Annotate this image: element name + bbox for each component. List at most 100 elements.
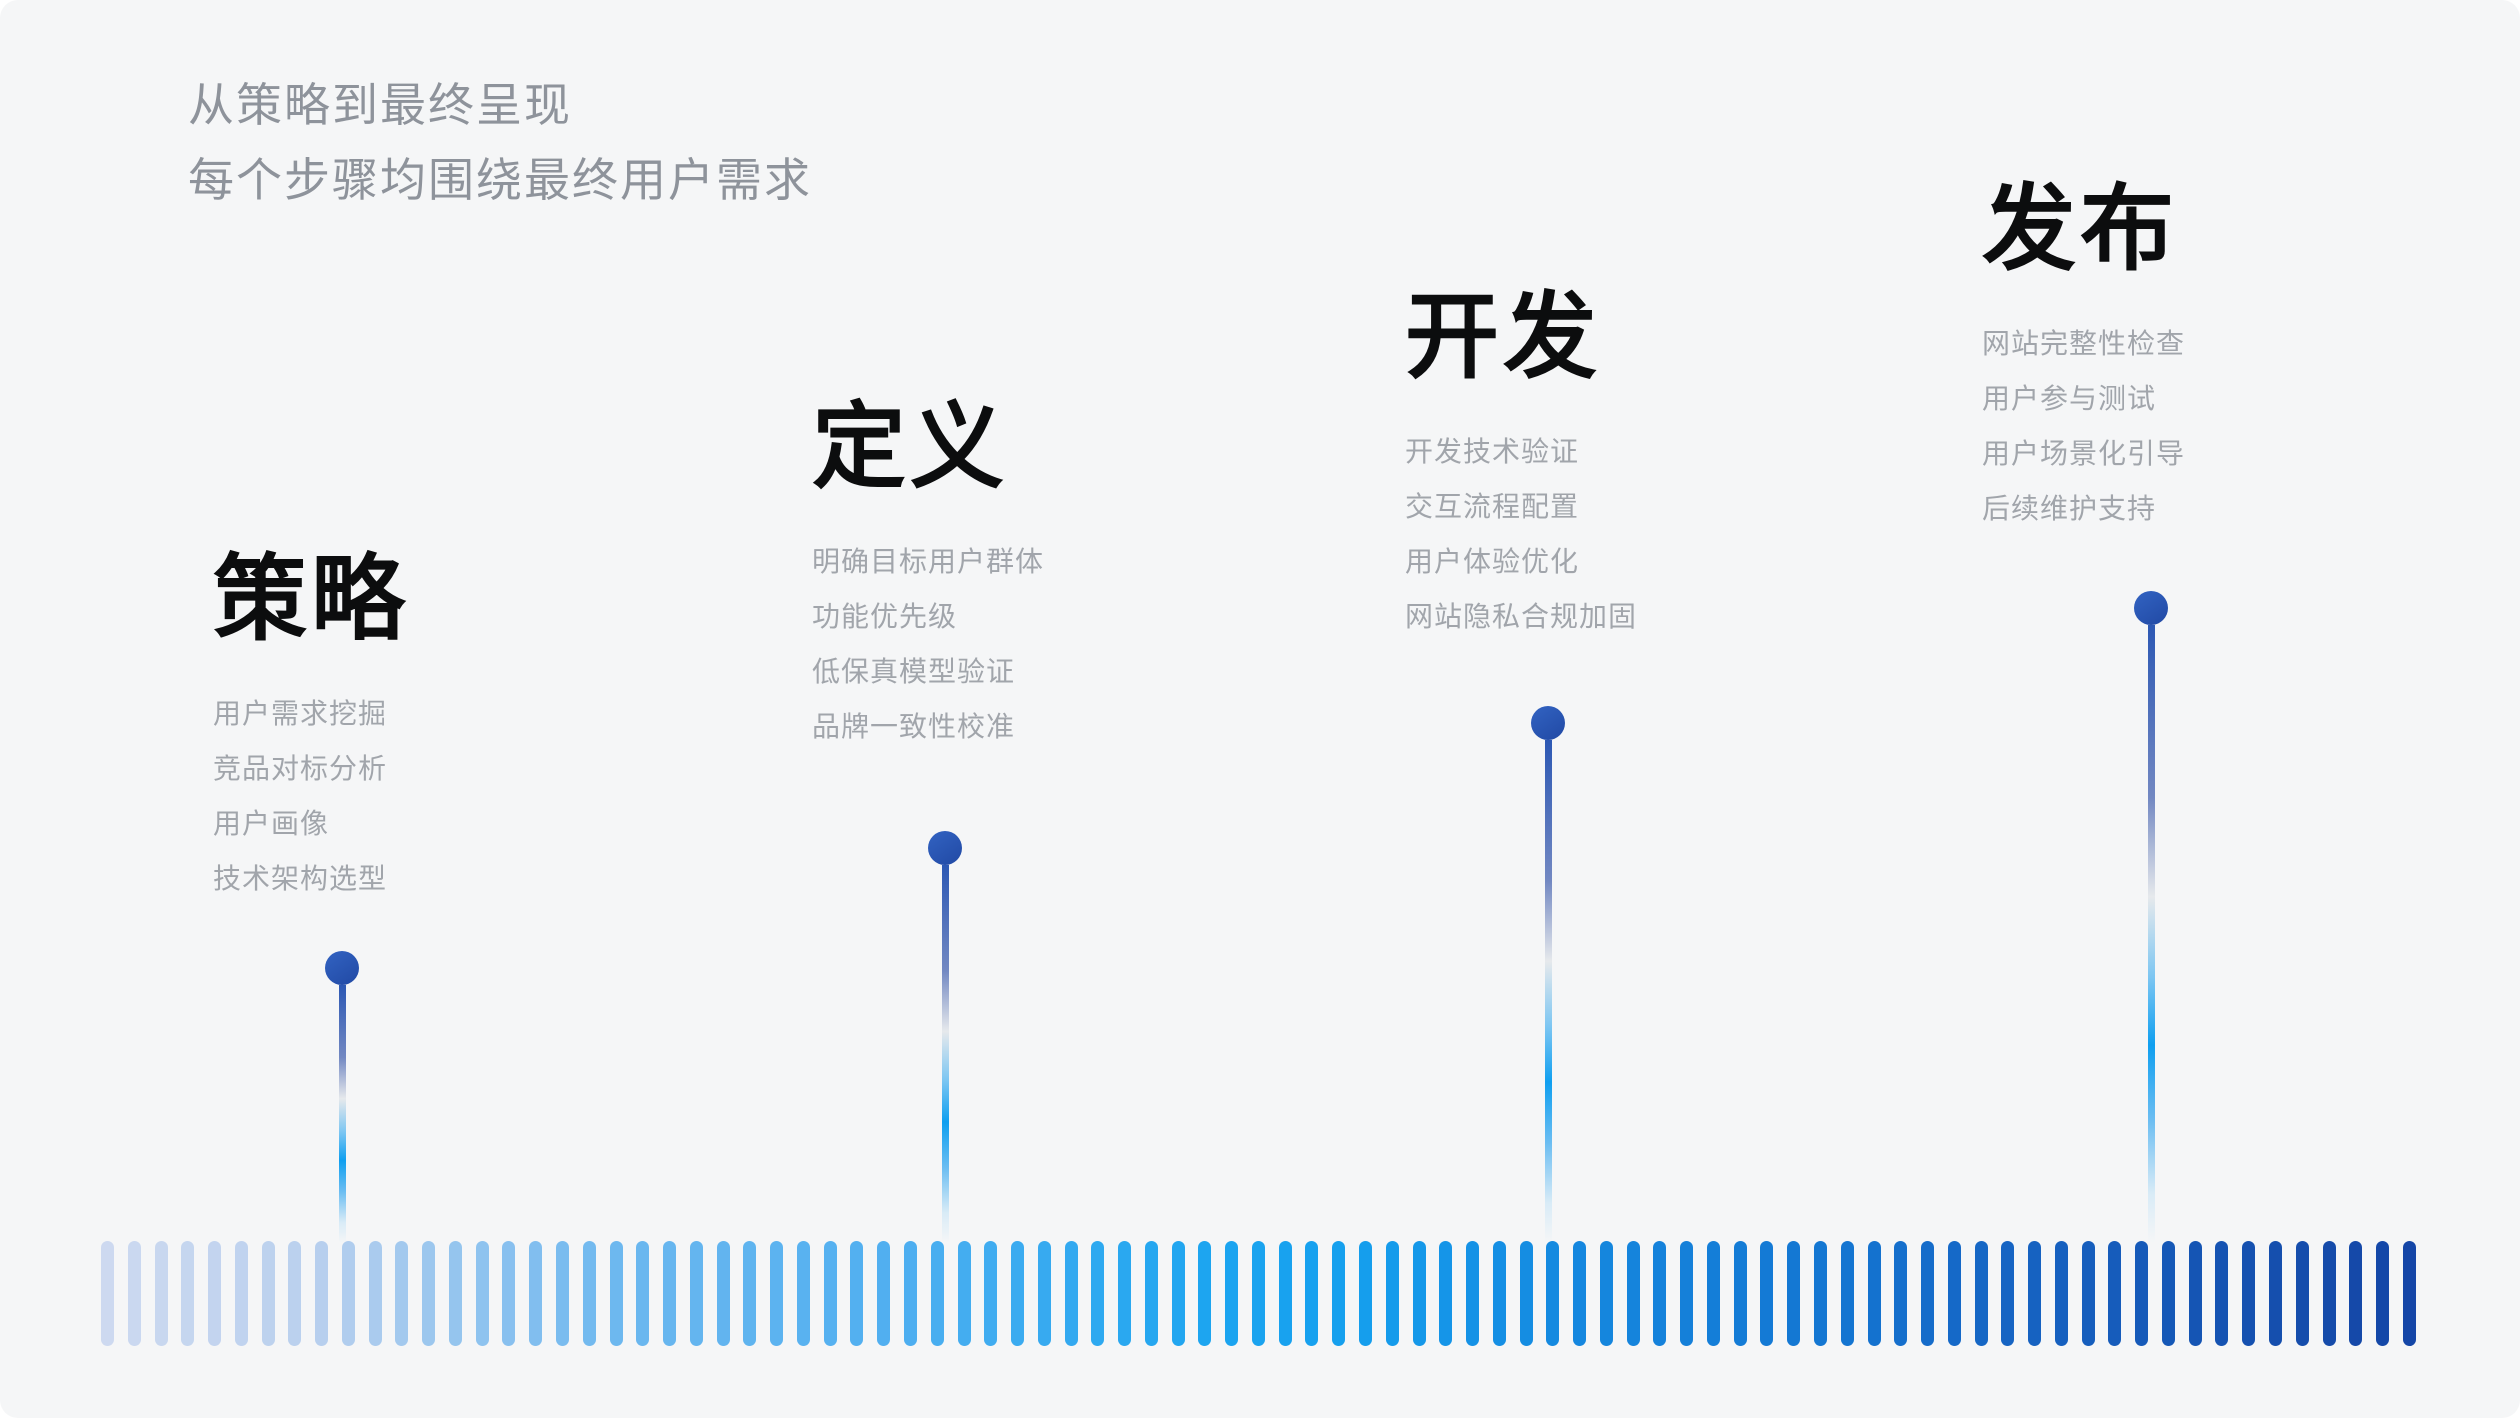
milestone-pin-launch [2134,591,2168,1243]
timeline-tick [1894,1241,1908,1346]
timeline-tick [609,1241,623,1346]
timeline-tick [1974,1241,1988,1346]
milestone-dot-icon [2134,591,2168,625]
milestone-pin-develop [1531,706,1565,1243]
stage-develop-title: 开发 [1405,284,1602,389]
milestone-stem [338,985,346,1243]
stage-item: 功能优先级 [812,601,958,632]
timeline-tick [663,1241,677,1346]
timeline-tick [2135,1241,2149,1346]
timeline-tick [1733,1241,1747,1346]
timeline-tick [1680,1241,1694,1346]
stage-strategy: 策略 用户需求挖掘 竞品对标分析 用户画像 技术架构选型 [213,552,409,906]
timeline-tick [1706,1241,1720,1346]
timeline-tick [2295,1241,2309,1346]
stage-define: 定义 明确目标用户群体 功能优先级 低保真模型验证 品牌一致性校准 [812,400,1044,754]
timeline-tick [154,1241,168,1346]
timeline-tick [234,1241,248,1346]
timeline-tick [2215,1241,2229,1346]
timeline-tick [1332,1241,1346,1346]
timeline-tick [1867,1241,1881,1346]
timeline-tick [127,1241,141,1346]
timeline-tick [1840,1241,1854,1346]
timeline-tick [2188,1241,2202,1346]
timeline-tick [1519,1241,1533,1346]
timeline-tick [208,1241,222,1346]
timeline-tick [1091,1241,1105,1346]
timeline-tick [2001,1241,2015,1346]
milestone-pin-define [928,831,962,1243]
timeline-tick [1814,1241,1827,1346]
timeline-gradient-bar [101,1241,2417,1346]
timeline-tick [1278,1241,1292,1346]
timeline-tick [556,1241,570,1346]
timeline-tick [2322,1241,2336,1346]
timeline-tick [315,1241,329,1346]
timeline-tick [1171,1241,1185,1346]
stage-item: 明确目标用户群体 [812,546,1045,577]
timeline-tick [582,1241,596,1346]
stage-strategy-items: 用户需求挖掘 竞品对标分析 用户画像 技术架构选型 [213,686,409,906]
timeline-tick [1626,1241,1640,1346]
milestone-dot-icon [325,951,359,985]
stage-item: 用户场景化引导 [1982,438,2186,469]
stage-define-title: 定义 [812,394,1009,499]
timeline-tick [1198,1241,1212,1346]
timeline-tick [903,1241,917,1346]
stage-launch: 发布 网站完整性检查 用户参与测试 用户场景化引导 后续维护支持 [1982,182,2185,536]
milestone-dot-icon [928,831,962,865]
timeline-tick [823,1241,837,1346]
timeline-tick [1358,1241,1372,1346]
stage-item: 用户体验优化 [1405,546,1580,577]
timeline-tick [743,1241,757,1346]
milestone-stem [941,865,949,1243]
timeline-tick [1251,1241,1265,1346]
timeline-tick [529,1241,543,1346]
milestone-stem [1544,740,1552,1243]
timeline-tick [689,1241,703,1346]
timeline-tick [2269,1241,2283,1346]
timeline-tick [1011,1241,1025,1346]
timeline-tick [1760,1241,1774,1346]
timeline-tick [1492,1241,1506,1346]
stage-develop-items: 开发技术验证 交互流程配置 用户体验优化 网站隐私合规加固 [1405,424,1637,644]
stage-item: 用户需求挖掘 [213,698,388,729]
stage-item: 网站完整性检查 [1982,328,2186,359]
timeline-tick [101,1241,114,1346]
timeline-tick [422,1241,436,1346]
milestone-pin-strategy [325,951,359,1243]
timeline-tick [1037,1241,1051,1346]
timeline-tick [957,1241,971,1346]
stage-item: 技术架构选型 [213,863,388,894]
stage-item: 用户参与测试 [1982,383,2157,414]
timeline-tick [1573,1241,1587,1346]
timeline-tick [2402,1241,2416,1346]
timeline-tick [636,1241,650,1346]
timeline-tick [1787,1241,1801,1346]
timeline-tick [877,1241,891,1346]
timeline-tick [502,1241,516,1346]
stage-launch-items: 网站完整性检查 用户参与测试 用户场景化引导 后续维护支持 [1982,316,2185,536]
timeline-tick [2081,1241,2095,1346]
timeline-tick [1305,1241,1319,1346]
timeline-tick [770,1241,784,1346]
timeline-tick [1599,1241,1613,1346]
timeline-tick [1546,1241,1560,1346]
timeline-tick [181,1241,195,1346]
timeline-tick [1653,1241,1667,1346]
timeline-tick [1225,1241,1239,1346]
timeline-tick [341,1241,355,1346]
timeline-tick [261,1241,275,1346]
timeline-tick [2242,1241,2256,1346]
timeline-tick [1118,1241,1132,1346]
stage-item: 开发技术验证 [1405,436,1580,467]
timeline-tick [1466,1241,1480,1346]
subtitle-line-2: 每个步骤均围绕最终用户需求 [188,154,812,206]
timeline-tick [2161,1241,2175,1346]
timeline-tick [1947,1241,1961,1346]
timeline-tick [796,1241,810,1346]
timeline-tick [2349,1241,2363,1346]
timeline-tick [1921,1241,1935,1346]
subtitle-line-1: 从策略到最终呈现 [188,79,572,131]
